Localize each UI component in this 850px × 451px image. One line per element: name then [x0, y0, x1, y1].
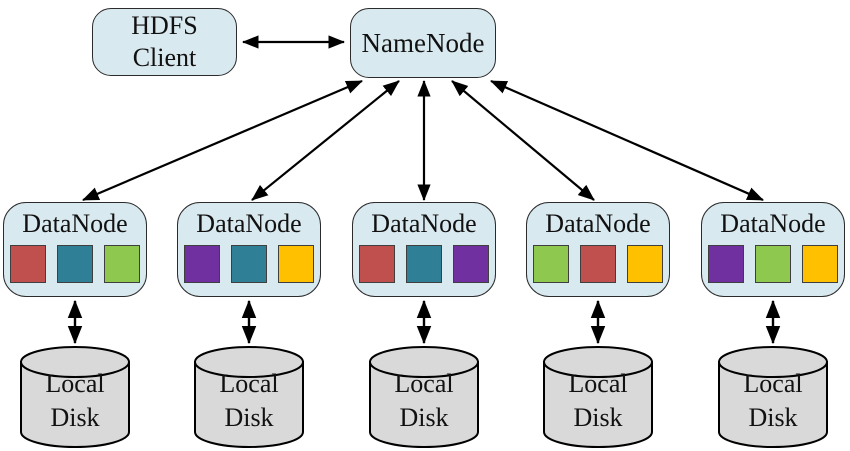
datanode-label: DataNode: [545, 209, 651, 238]
data-block: [580, 244, 616, 283]
namenode-node: NameNode: [350, 8, 496, 78]
data-block: [453, 244, 489, 283]
namenode-datanode2-arrow: [251, 80, 400, 201]
datanode-label: DataNode: [22, 209, 128, 238]
datanode-label: DataNode: [371, 209, 477, 238]
data-block: [627, 244, 663, 283]
data-block: [231, 244, 267, 283]
local-disk-cylinder: [194, 346, 304, 448]
data-block: [104, 244, 140, 283]
data-block: [57, 244, 93, 283]
data-block: [359, 244, 395, 283]
datanode-label: DataNode: [720, 209, 826, 238]
data-block: [755, 244, 791, 283]
data-block: [10, 244, 46, 283]
namenode-datanode5-arrow: [490, 79, 764, 202]
block-row: [4, 244, 146, 283]
block-row: [702, 244, 844, 283]
local-disk-label: Local Disk: [568, 369, 628, 432]
local-disk-label: Local Disk: [45, 369, 105, 432]
local-disk-label: Local Disk: [743, 369, 803, 432]
data-block: [533, 244, 569, 283]
local-disk-cylinder: [20, 346, 130, 448]
datanode-5: DataNode: [701, 202, 845, 297]
block-row: [178, 244, 320, 283]
data-block: [708, 244, 744, 283]
data-block: [184, 244, 220, 283]
datanode-2: DataNode: [177, 202, 321, 297]
hdfs-client-node: HDFS Client: [92, 8, 237, 76]
datanode-label: DataNode: [196, 209, 302, 238]
datanode-1: DataNode: [3, 202, 147, 297]
local-disk-label: Local Disk: [219, 369, 279, 432]
local-disk-cylinder: [718, 346, 828, 448]
datanode-4: DataNode: [526, 202, 670, 297]
local-disk-label: Local Disk: [394, 369, 454, 432]
namenode-label: NameNode: [361, 27, 485, 58]
namenode-datanode4-arrow: [451, 80, 595, 201]
local-disk-cylinder: [369, 346, 479, 448]
datanode-3: DataNode: [352, 202, 496, 297]
data-block: [802, 244, 838, 283]
block-row: [527, 244, 669, 283]
data-block: [278, 244, 314, 283]
block-row: [353, 244, 495, 283]
hdfs-client-label: HDFS Client: [131, 11, 198, 72]
namenode-datanode1-arrow: [82, 79, 363, 202]
data-block: [406, 244, 442, 283]
local-disk-cylinder: [543, 346, 653, 448]
